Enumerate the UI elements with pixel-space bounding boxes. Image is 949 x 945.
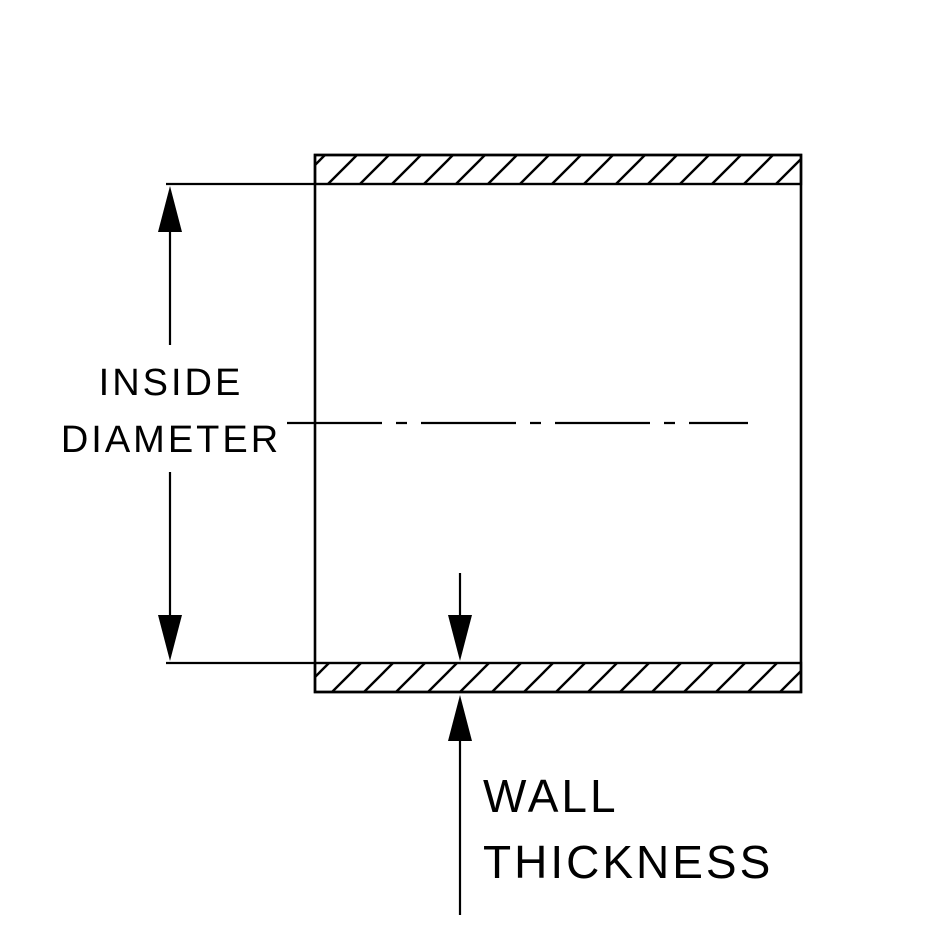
wall-thickness-label-line1: WALL [483,770,619,822]
wall-thickness-label-line2: THICKNESS [483,836,773,888]
wall-arrow-up-icon [448,695,472,741]
bottom-wall-hatched [313,661,803,694]
top-wall-hatched [313,153,803,186]
arrow-up-icon [158,186,182,232]
arrow-down-icon [158,615,182,661]
inside-diameter-label-line2: DIAMETER [61,419,281,461]
wall-arrow-down-icon [448,615,472,661]
inside-diameter-label-line1: INSIDE [99,362,244,404]
